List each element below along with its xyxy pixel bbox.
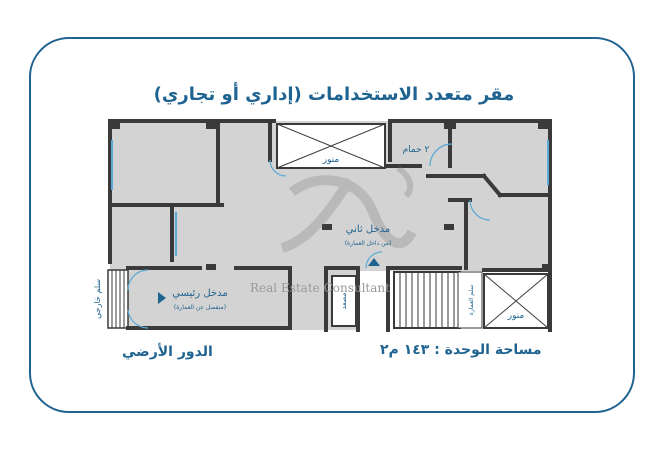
label-main-entrance: مدخل رئيسي: [172, 288, 227, 299]
floor-label: الدور الأرضي: [122, 344, 213, 360]
label-light-well-top: منور: [322, 155, 340, 165]
building-stair: [393, 271, 483, 329]
label-light-well-right: منور: [507, 311, 525, 321]
label-second-entrance-note: (من داخل العمارة): [345, 240, 392, 247]
columns: [110, 121, 552, 270]
main-entrance-arrow-icon: [158, 292, 166, 304]
label-elevator: مصعد: [340, 292, 348, 309]
watermark-text: Real Estate Consultant: [250, 281, 390, 295]
label-main-entrance-note: (منفصل عن العمارة): [174, 304, 226, 311]
page-frame: [29, 37, 635, 413]
label-external-stair: سلم خارجي: [93, 279, 102, 319]
light-well-top: [276, 123, 386, 169]
plan-title: مقر متعدد الاستخدامات (إداري أو تجاري): [153, 84, 515, 105]
doors: [127, 143, 491, 329]
external-stair: [107, 269, 129, 329]
watermark-logo-icon: [280, 165, 417, 253]
windows: [111, 140, 549, 256]
label-second-entrance: مدخل ثاني: [346, 224, 391, 235]
walls: [108, 119, 552, 332]
area-label: مساحة الوحدة : ١٤٣ م٢: [380, 342, 542, 358]
second-entrance-arrow-icon: [368, 258, 380, 266]
label-bathroom: ٢ حمام: [403, 145, 430, 155]
label-building-stair: سلم العمارة: [468, 285, 475, 316]
elevator: [331, 275, 357, 327]
